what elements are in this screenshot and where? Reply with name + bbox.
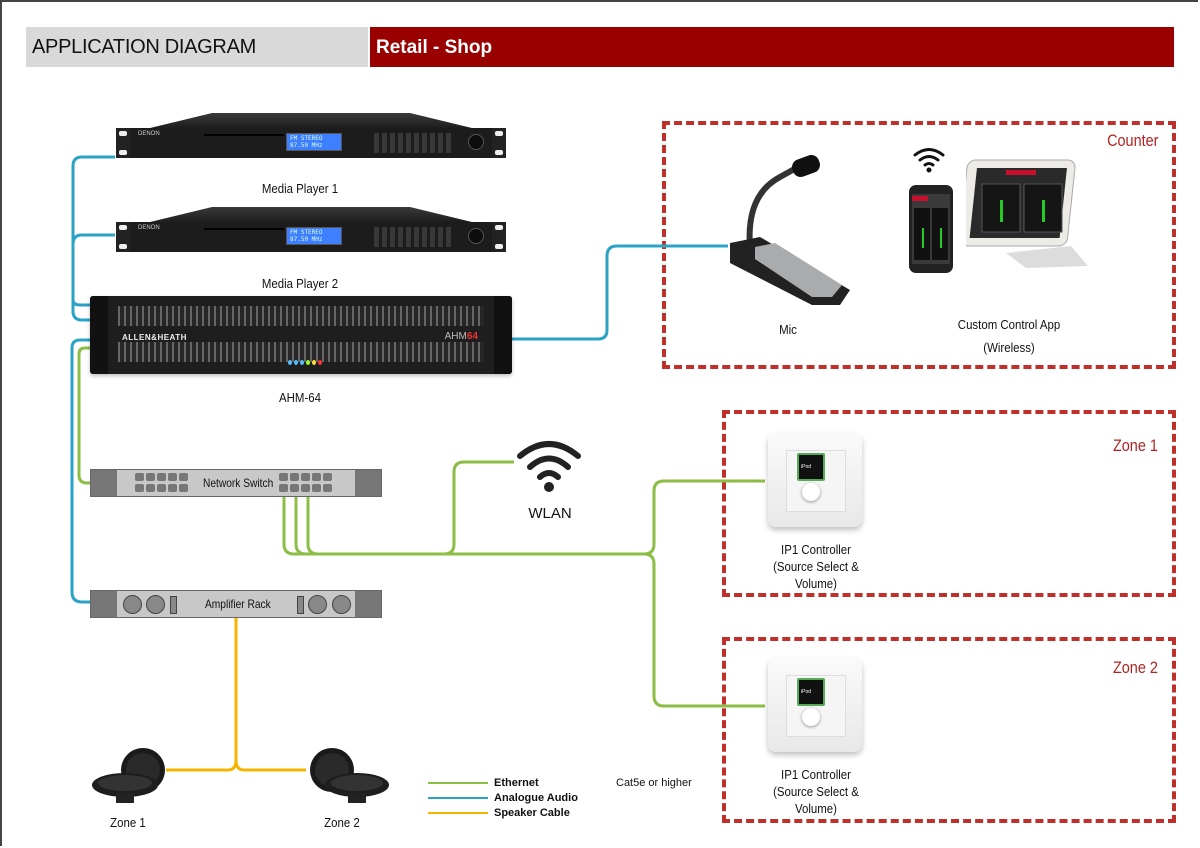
zone-1-box xyxy=(722,410,1176,597)
player-brand: DENON xyxy=(138,131,160,137)
wire-player2-to-ahm xyxy=(71,233,115,314)
app-label: Custom Control App xyxy=(957,317,1061,332)
amplifier-rack: Amplifier Rack xyxy=(90,590,382,618)
ethernet-port xyxy=(135,473,144,481)
ethernet-port xyxy=(279,473,288,481)
network-switch: Network Switch xyxy=(90,469,382,497)
ethernet-port xyxy=(168,484,177,492)
ethernet-port xyxy=(301,473,310,481)
status-leds xyxy=(288,360,322,368)
ethernet-port xyxy=(323,484,332,492)
ahm-model-badge: AHM64 xyxy=(444,331,478,342)
mic-label: Mic xyxy=(779,322,797,337)
wire-switch-port-1 xyxy=(282,496,650,556)
scenario-title: Retail - Shop xyxy=(376,37,493,58)
speaker-zone-2-label: Zone 2 xyxy=(324,815,360,830)
ethernet-port xyxy=(168,473,177,481)
volume-knob-icon xyxy=(802,483,820,501)
phone-app-icon xyxy=(909,185,953,273)
ethernet-port xyxy=(146,484,155,492)
desk-mic xyxy=(730,155,850,305)
zone-2-title: Zone 2 xyxy=(1113,658,1158,677)
legend-ethernet-note: Cat5e or higher xyxy=(616,777,692,789)
wire-player-bus-to-ahm xyxy=(71,299,92,307)
ethernet-port xyxy=(157,473,166,481)
ethernet-port xyxy=(312,484,321,492)
ahm-64-processor: ALLEN&HEATH AHM64 xyxy=(90,296,512,376)
ethernet-port xyxy=(301,484,310,492)
zone-2-ip1-controller: iPod xyxy=(768,658,862,752)
app-sublabel: (Wireless) xyxy=(983,340,1035,355)
legend-analogue-audio: Analogue Audio xyxy=(494,792,578,804)
media-player-2-label: Media Player 2 xyxy=(261,276,339,291)
zone-2-box xyxy=(722,637,1176,823)
volume-knob-icon xyxy=(468,134,484,150)
ethernet-port xyxy=(312,473,321,481)
tablet-app-icon xyxy=(966,159,1088,268)
zone-counter-title: Counter xyxy=(1106,131,1158,150)
player-display: FM STEREO 87.50 MHz xyxy=(286,227,342,245)
media-player-2: DENON FM STEREO 87.50 MHz xyxy=(116,207,506,252)
wire-to-zone1-controller xyxy=(643,479,765,556)
ethernet-port xyxy=(179,473,188,481)
ethernet-port xyxy=(157,484,166,492)
media-player-1: DENON FM STEREO 87.50 MHz xyxy=(116,113,506,158)
media-player-1-label: Media Player 1 xyxy=(261,181,339,196)
ethernet-port xyxy=(179,484,188,492)
legend-ethernet: Ethernet xyxy=(494,777,539,789)
wire-ahm-to-amp xyxy=(70,338,92,604)
ethernet-port xyxy=(323,473,332,481)
speaker-zone-1-icon xyxy=(92,748,165,803)
ethernet-port xyxy=(279,484,288,492)
ethernet-port xyxy=(290,484,299,492)
wifi-icon xyxy=(913,148,945,173)
wire-amp-to-speakers-2 xyxy=(234,759,306,772)
network-switch-label: Network Switch xyxy=(203,476,274,490)
volume-knob-icon xyxy=(802,708,820,726)
wire-to-zone2-controller xyxy=(643,552,765,708)
zone-1-ip1-controller: iPod xyxy=(768,433,862,527)
wire-ahm-to-switch xyxy=(77,346,92,485)
ahm-brand: ALLEN&HEATH xyxy=(122,333,187,342)
legend-speaker-cable: Speaker Cable xyxy=(494,807,570,819)
ethernet-port xyxy=(146,473,155,481)
wire-switch-port-2 xyxy=(294,496,307,556)
zone-2-controller-label: IP1 Controller (Source Select & Volume) xyxy=(773,767,859,816)
ahm-64-label: AHM-64 xyxy=(279,390,321,405)
zone-1-controller-label: IP1 Controller (Source Select & Volume) xyxy=(773,542,859,591)
wlan-wifi-icon xyxy=(517,441,581,492)
amplifier-rack-label: Amplifier Rack xyxy=(205,597,271,611)
ethernet-port xyxy=(135,484,144,492)
wire-to-wlan xyxy=(443,460,514,556)
ethernet-port xyxy=(290,473,299,481)
section-title-bar: APPLICATION DIAGRAM xyxy=(26,27,368,67)
wlan-label: WLAN xyxy=(528,505,572,522)
speaker-zone-1-label: Zone 1 xyxy=(110,815,146,830)
volume-knob-icon xyxy=(468,228,484,244)
wire-switch-port-3 xyxy=(306,496,319,556)
player-display: FM STEREO 87.50 MHz xyxy=(286,133,342,151)
speaker-zone-2-icon xyxy=(310,748,389,803)
section-title: APPLICATION DIAGRAM xyxy=(32,36,256,58)
wire-ahm-to-mic xyxy=(512,244,728,341)
scenario-title-bar: Retail - Shop xyxy=(370,27,1174,67)
player-brand: DENON xyxy=(138,225,160,231)
zone-1-title: Zone 1 xyxy=(1113,436,1158,455)
